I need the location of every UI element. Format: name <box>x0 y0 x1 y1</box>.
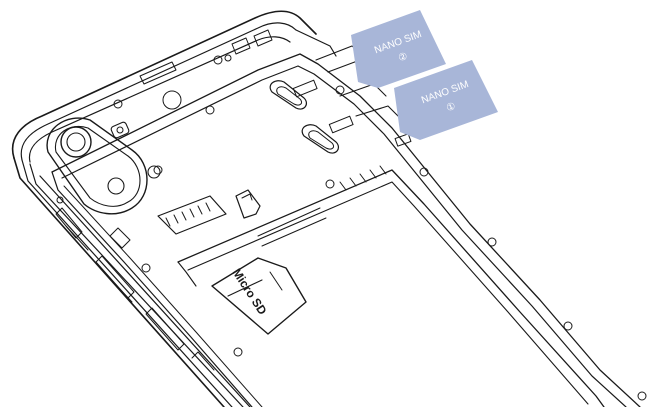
sim-slot-1 <box>301 115 354 154</box>
sd-icon <box>235 189 261 219</box>
phone-body <box>11 10 317 408</box>
nano-sim-card-2-shape <box>351 10 446 88</box>
screw-holes <box>56 54 647 401</box>
nano-sim-card-1: NANO SIM ① <box>394 60 498 140</box>
sim-slot-2 <box>269 79 318 110</box>
inner-frame <box>51 53 641 408</box>
sd-connector <box>157 195 227 235</box>
side-buttons <box>55 207 215 371</box>
nano-sim-card-1-number: ① <box>445 101 457 114</box>
nano-sim-card-1-shape <box>394 60 498 140</box>
micro-sd-label: Micro SD <box>229 266 269 318</box>
flash-component <box>110 90 182 179</box>
top-edge-details <box>113 29 337 109</box>
micro-sd-card: Micro SD <box>211 257 307 335</box>
nano-sim-card-2-number: ② <box>397 51 409 64</box>
nano-sim-card-2: NANO SIM ② <box>351 10 446 88</box>
camera-module <box>46 117 148 215</box>
battery-compartment <box>177 165 605 408</box>
